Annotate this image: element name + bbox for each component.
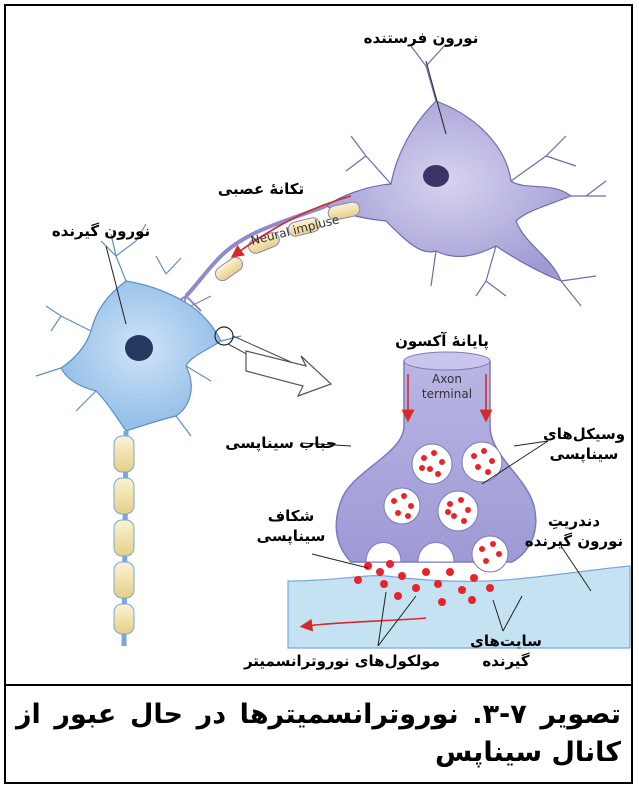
sending-nucleus bbox=[423, 165, 449, 187]
label-receptor-sites-1: سایت‌های bbox=[470, 632, 542, 650]
receiving-dendrite bbox=[288, 566, 630, 648]
label-synaptic-vesicles-1: وسیکل‌های bbox=[543, 425, 625, 443]
label-axon-terminal-en-1: Axon bbox=[432, 372, 462, 386]
label-receiving-neuron: نورون گیرنده bbox=[52, 222, 150, 240]
zoom-arrow bbox=[246, 351, 331, 396]
receiving-nucleus bbox=[125, 335, 153, 361]
label-axon-terminal: پایانهٔ آکسون bbox=[395, 332, 489, 351]
label-neurotransmitter-molecules: مولکول‌های نوروترانسمیتر bbox=[243, 652, 440, 670]
sending-neuron bbox=[326, 44, 606, 306]
label-receptor-sites-2: گیرنده bbox=[482, 652, 530, 670]
label-nerve-impulse: تکانهٔ عصبی bbox=[218, 180, 304, 198]
label-dendrite-1: دندریتِ bbox=[548, 512, 600, 530]
label-synaptic-cleft-2: سیناپسی bbox=[257, 527, 326, 546]
label-synaptic-vesicles-2: سیناپسی bbox=[550, 445, 619, 464]
receiving-axon bbox=[114, 431, 134, 646]
label-dendrite-2: نورون گیرنده bbox=[525, 532, 623, 550]
label-synaptic-bulb: حباب سیناپسی bbox=[225, 434, 337, 453]
synapse-illustration: نورون فرستنده تکانهٔ عصبی Neural impluse… bbox=[6, 6, 631, 682]
synapse-diagram: نورون فرستنده تکانهٔ عصبی Neural impluse… bbox=[6, 6, 631, 682]
label-axon-terminal-en-2: terminal bbox=[422, 387, 472, 401]
receiving-neuron bbox=[36, 224, 241, 436]
figure-caption: تصویر ۷-۳. نوروترانسمیترها در حال عبور ا… bbox=[16, 696, 621, 772]
caption-box: تصویر ۷-۳. نوروترانسمیترها در حال عبور ا… bbox=[4, 684, 633, 784]
label-synaptic-cleft-1: شکاف bbox=[268, 507, 315, 525]
label-sending-neuron: نورون فرستنده bbox=[364, 29, 479, 47]
